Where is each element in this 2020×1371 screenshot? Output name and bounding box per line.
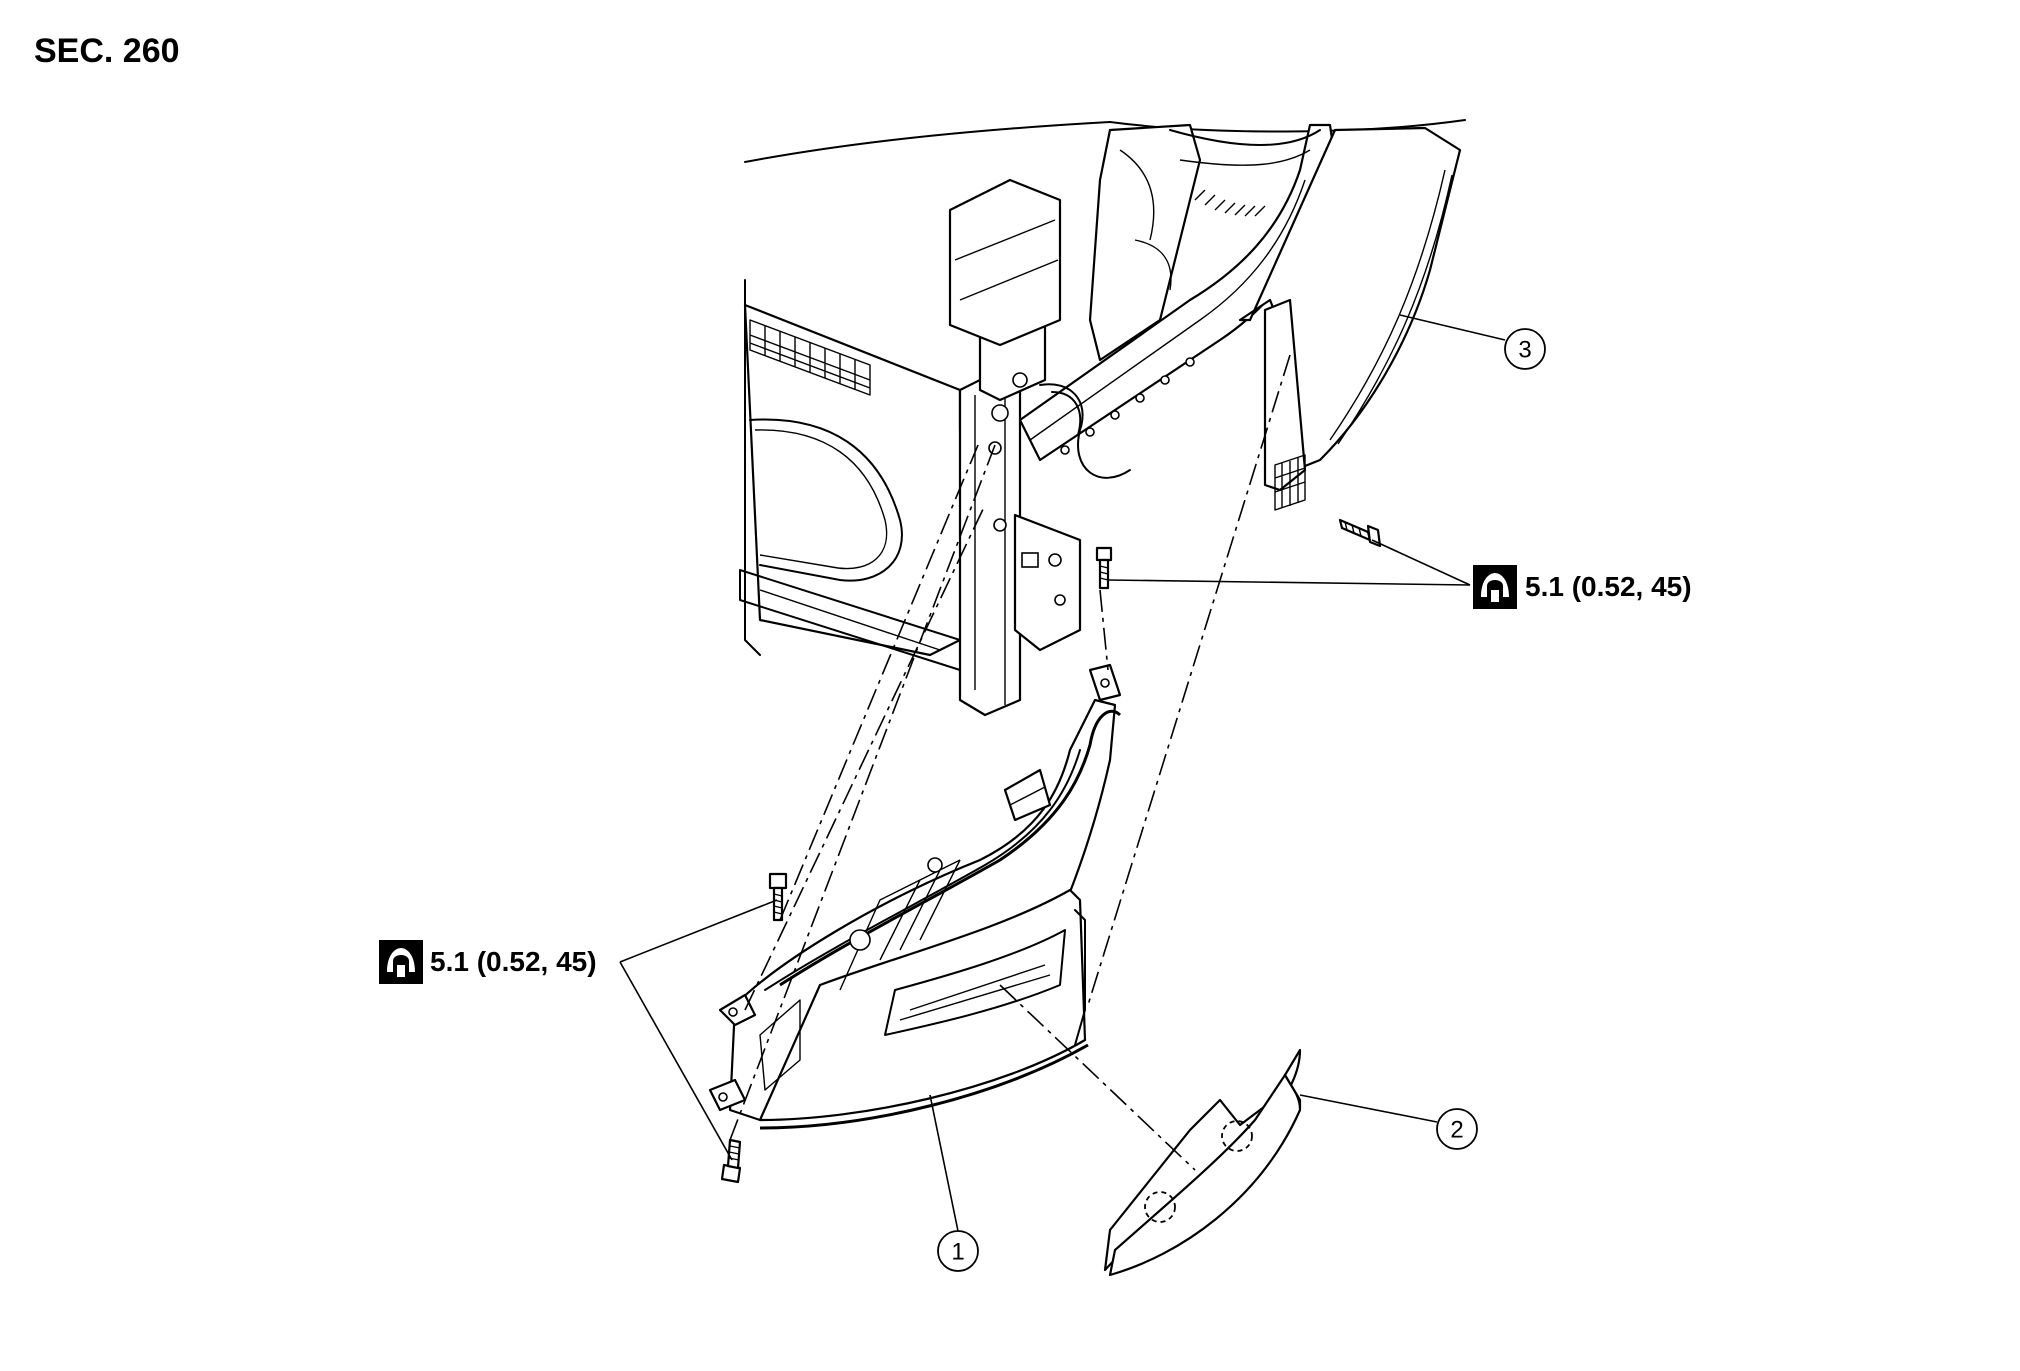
callout-number: 2 [1450,1117,1463,1144]
callout-3: 3 [1399,314,1546,370]
torque-spec-left: 5.1 (0.52, 45) [379,940,597,984]
torque-value: 5.1 (0.52, 45) [1525,571,1692,602]
callout-number: 3 [1518,337,1531,364]
section-title: SEC. 260 [34,32,180,70]
callout-1: 1 [929,1094,979,1272]
torque-leaders [619,539,1471,1161]
bolt-headlamp-lower [720,1138,742,1184]
side-marker-lamp [1103,1048,1302,1277]
torque-wrench-icon [379,940,423,984]
callout-2: 2 [1299,1094,1478,1150]
core-support-mesh [749,319,871,396]
headlamp-assembly [708,663,1122,1130]
torque-spec-upper: 5.1 (0.52, 45) [1473,565,1692,609]
bolt-headlamp-upper [768,872,788,922]
alignment-lines [729,354,1291,1171]
front-fender [1238,126,1462,511]
bolt-upper-center [1095,546,1113,590]
torque-value: 5.1 (0.52, 45) [430,946,597,977]
bolt-upper-fender [1338,518,1382,548]
torque-wrench-icon [1473,565,1517,609]
callout-number: 1 [951,1239,964,1266]
radiator-core-support [739,119,1466,717]
